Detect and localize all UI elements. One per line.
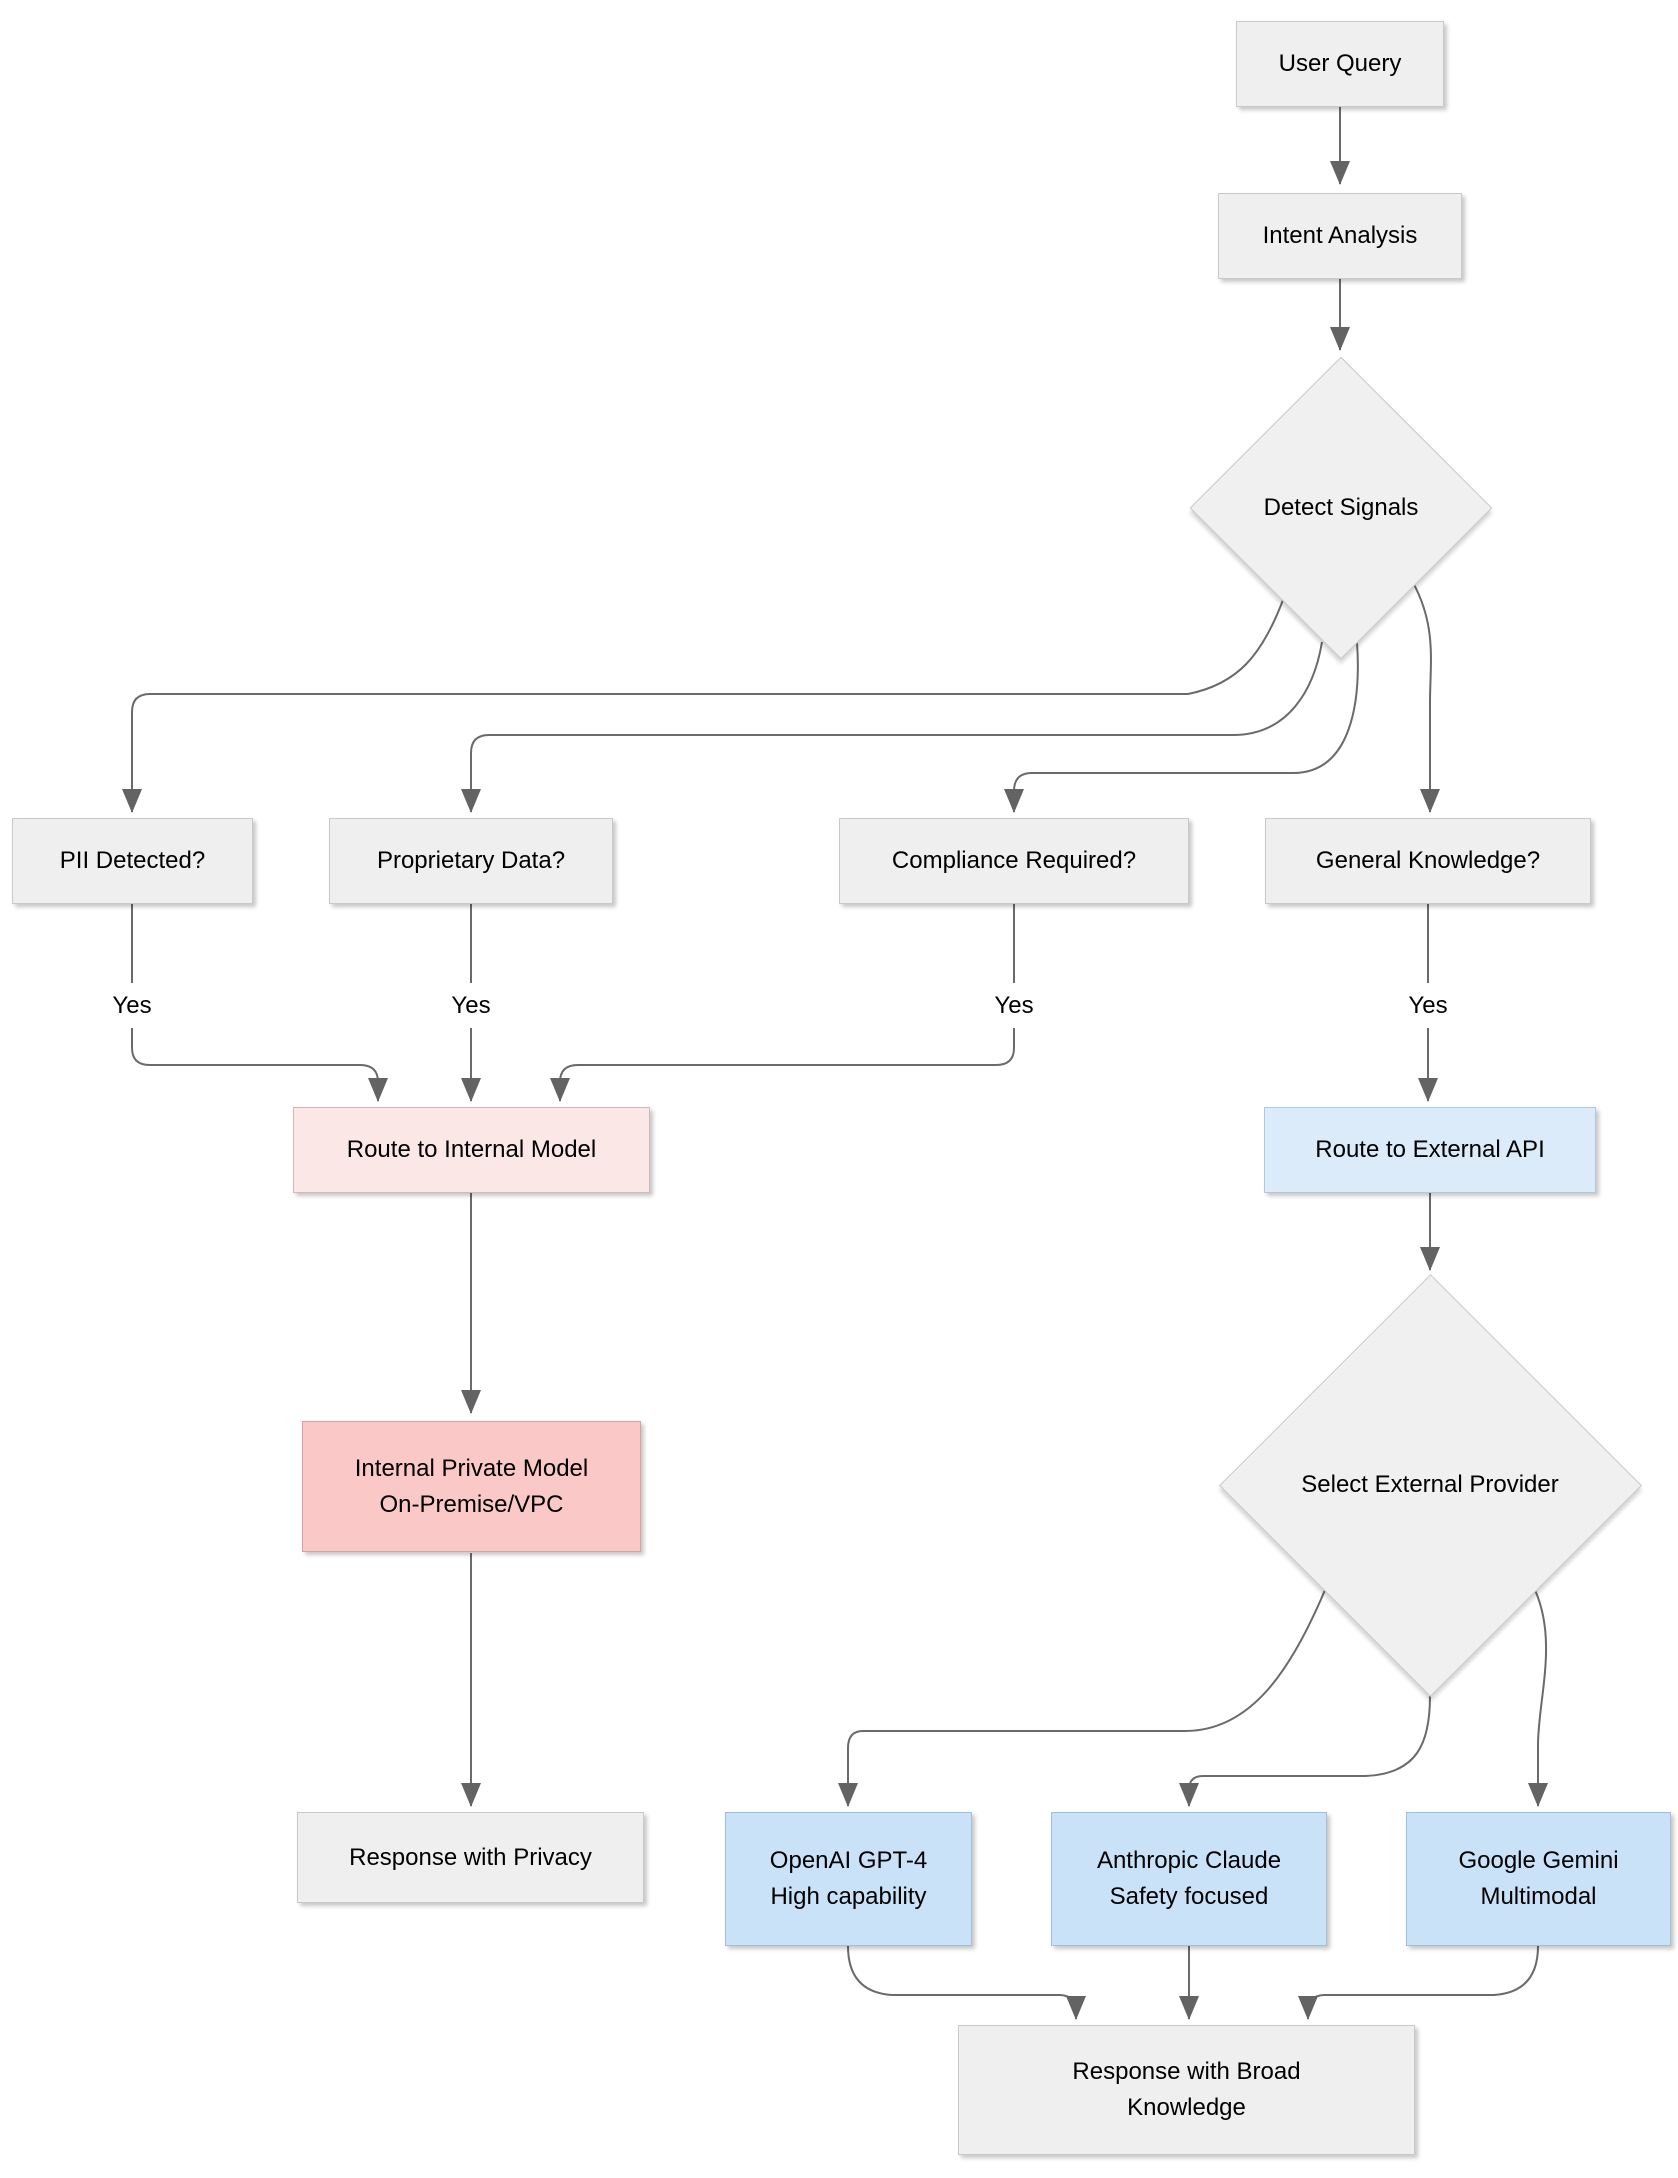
node-label-line2: High capability (770, 1883, 927, 1910)
node-anthropic-claude: Anthropic Claude Safety focused (1051, 1812, 1327, 1946)
node-label-line1: OpenAI GPT-4 (769, 1847, 928, 1874)
node-label: PII Detected? (59, 847, 206, 874)
node-label: General Knowledge? (1315, 847, 1541, 874)
node-general-knowledge: General Knowledge? (1265, 818, 1591, 904)
node-response-broad: Response with Broad Knowledge (958, 2025, 1415, 2155)
edge-label-yes-proprietary: Yes (445, 992, 497, 1020)
node-label: Route to External API (1315, 1136, 1545, 1163)
node-label-line1: Google Gemini (1458, 1847, 1619, 1874)
node-openai-gpt4: OpenAI GPT-4 High capability (725, 1812, 972, 1946)
node-label-line2: Multimodal (1480, 1883, 1597, 1910)
node-label: Proprietary Data? (376, 847, 566, 874)
node-intent-analysis: Intent Analysis (1218, 193, 1462, 279)
node-label-line2: Knowledge (1127, 2094, 1246, 2121)
edge-label-yes-compliance: Yes (988, 992, 1040, 1020)
node-internal-private-model: Internal Private Model On-Premise/VPC (302, 1421, 641, 1552)
node-label-line1: Anthropic Claude (1096, 1847, 1282, 1874)
node-label-line2: Safety focused (1109, 1883, 1269, 1910)
node-label: Compliance Required? (891, 847, 1137, 874)
node-route-internal: Route to Internal Model (293, 1107, 650, 1193)
node-proprietary-data: Proprietary Data? (329, 818, 613, 904)
node-label: User Query (1278, 50, 1402, 77)
node-google-gemini: Google Gemini Multimodal (1406, 1812, 1671, 1946)
node-label-line1: Response with Broad (1072, 2058, 1301, 2085)
edge-label-yes-general: Yes (1402, 992, 1454, 1020)
node-pii-detected: PII Detected? (12, 818, 253, 904)
node-label: Intent Analysis (1262, 222, 1418, 249)
node-label-line1: Internal Private Model (354, 1454, 589, 1482)
node-label: Route to Internal Model (346, 1136, 597, 1163)
node-label: Select External Provider (1301, 1471, 1559, 1498)
node-compliance-required: Compliance Required? (839, 818, 1189, 904)
decision-detect-signals: Detect Signals (1189, 356, 1493, 660)
decision-select-provider: Select External Provider (1218, 1273, 1642, 1697)
node-label: Detect Signals (1263, 494, 1419, 521)
node-route-external: Route to External API (1264, 1107, 1596, 1193)
node-user-query: User Query (1236, 21, 1444, 107)
node-label-line2: On-Premise/VPC (379, 1490, 564, 1518)
node-response-privacy: Response with Privacy (297, 1812, 644, 1903)
node-label: Response with Privacy (349, 1843, 592, 1871)
edge-label-yes-pii: Yes (106, 992, 158, 1020)
